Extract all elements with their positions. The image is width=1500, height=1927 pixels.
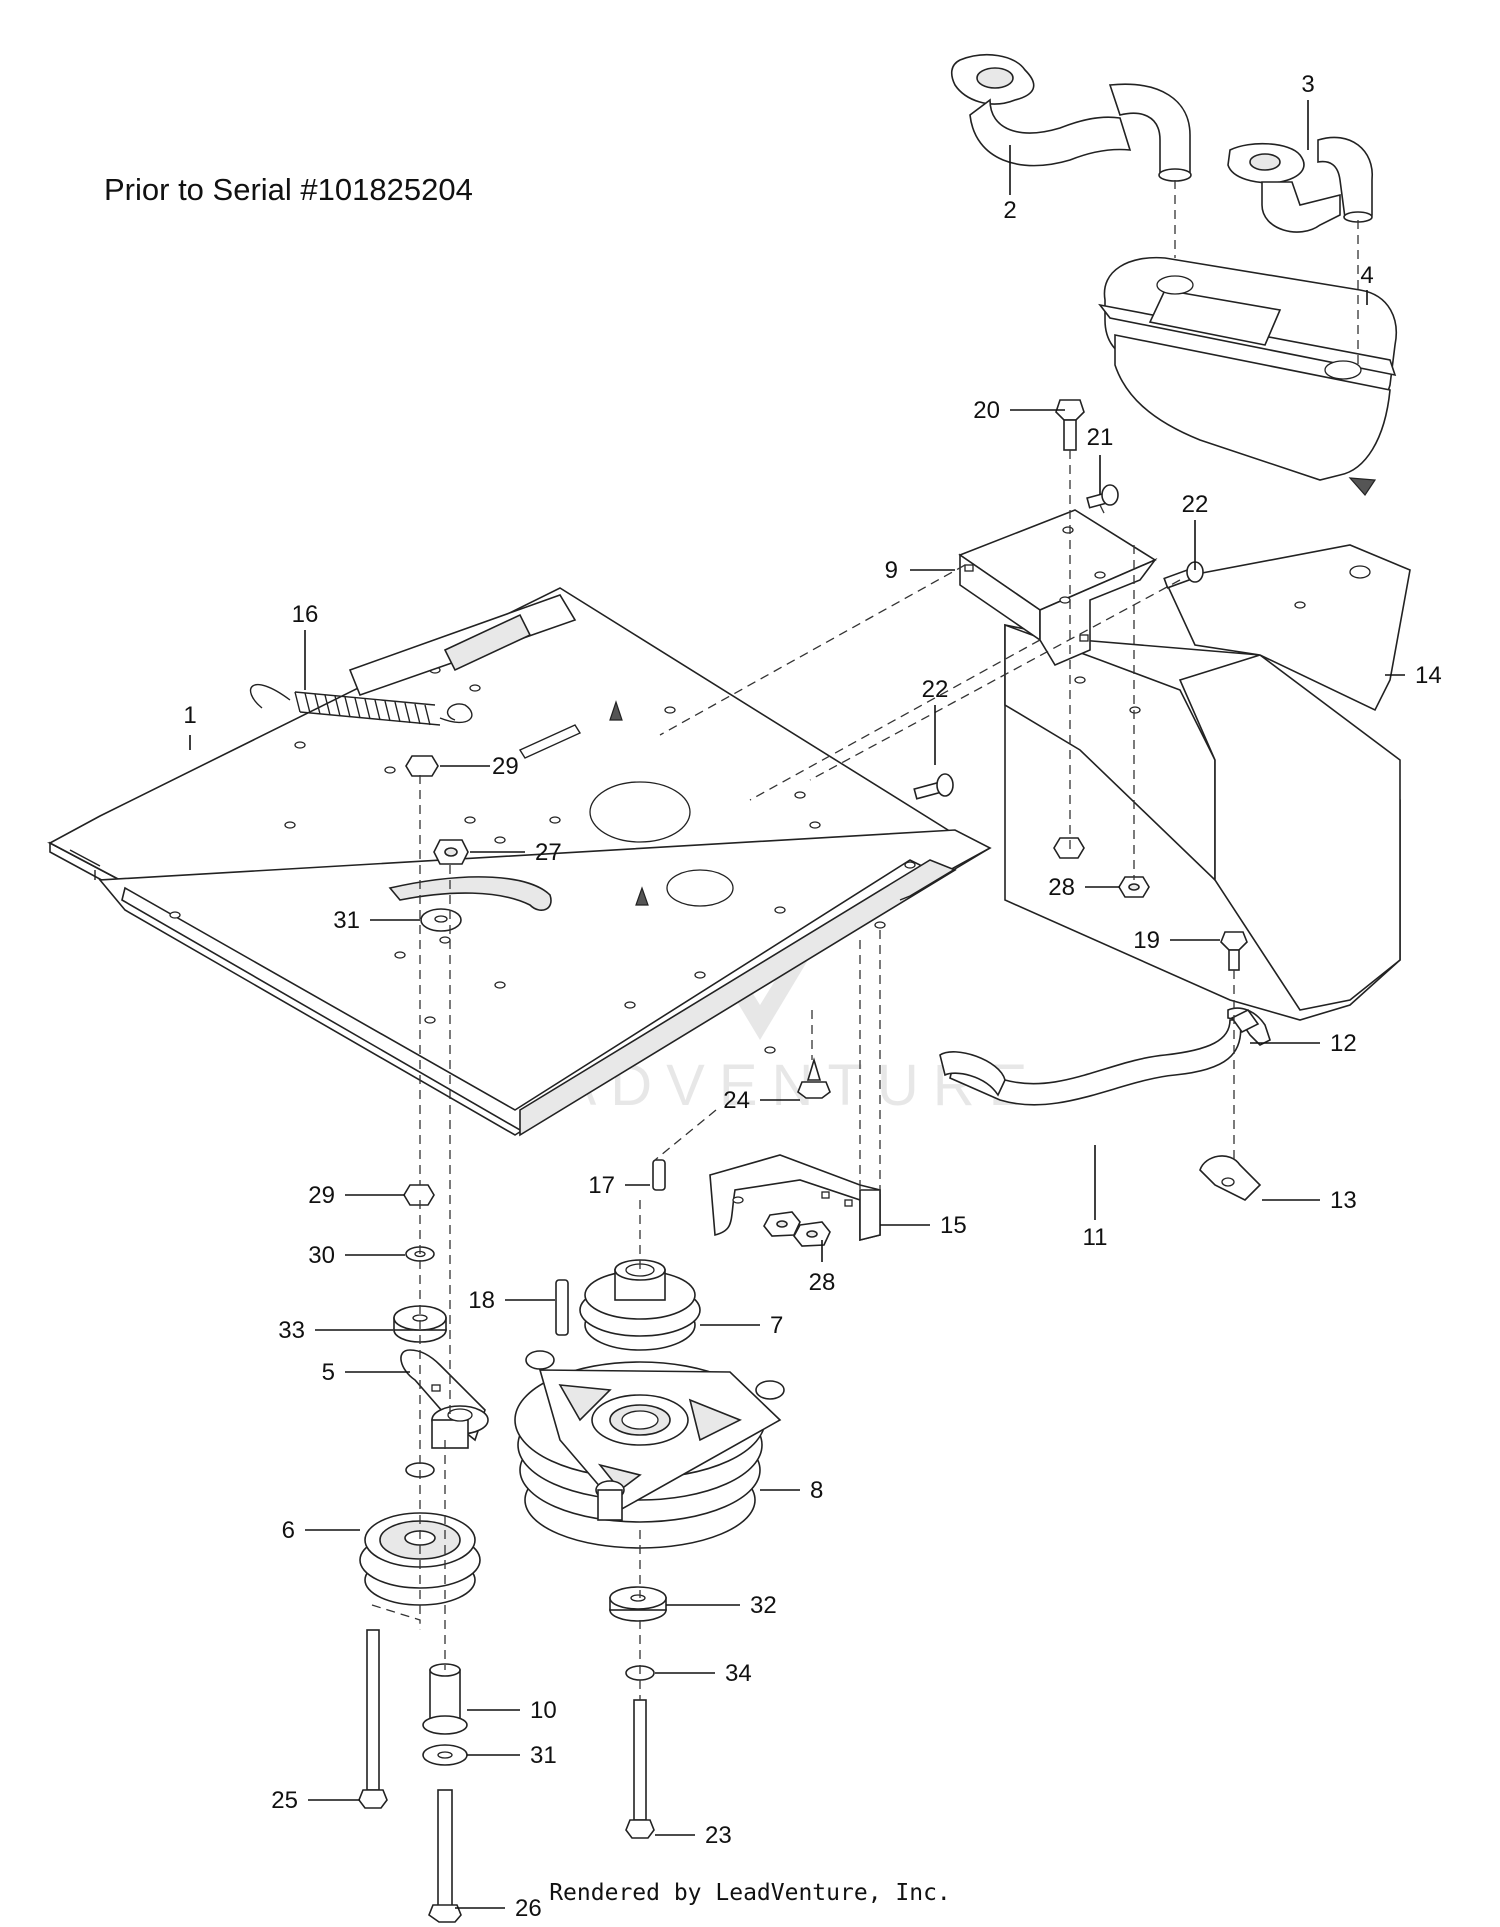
leader-lines [189, 100, 1405, 1909]
callout-4: 4 [1360, 262, 1373, 289]
callout-2: 2 [1003, 197, 1016, 224]
callout-6: 6 [282, 1517, 295, 1544]
callout-29-upper: 29 [492, 753, 519, 780]
washer-31-lower-part [422, 1744, 468, 1766]
callout-20: 20 [973, 397, 1000, 424]
diagram-title: Prior to Serial #101825204 [104, 172, 473, 207]
bolt-25-part [358, 1629, 388, 1809]
exhaust-pipe-left-part [950, 54, 1192, 182]
callout-17: 17 [588, 1172, 615, 1199]
nut-29-lower-part [403, 1184, 435, 1206]
heat-shield-part [1004, 544, 1411, 1021]
nut-28-lower-left-part [763, 1211, 801, 1237]
bolt-20-part [1055, 399, 1085, 451]
callout-10: 10 [530, 1697, 557, 1724]
callout-21: 21 [1087, 424, 1114, 451]
callout-9: 9 [885, 557, 898, 584]
callout-11: 11 [1083, 1224, 1108, 1251]
callout-labels: 1 2 3 4 5 6 7 8 9 10 11 12 13 14 15 16 1… [183, 71, 1441, 1922]
bolt-19-part [1220, 931, 1248, 971]
callout-30: 30 [308, 1242, 335, 1269]
nut-29-upper-part [405, 755, 439, 777]
footer-credit: Rendered by LeadVenture, Inc. [549, 1880, 951, 1906]
callout-14: 14 [1415, 662, 1442, 689]
spring-part [249, 683, 473, 726]
callout-16: 16 [292, 601, 319, 628]
spacer-10-part [422, 1663, 468, 1735]
callout-22-upper: 22 [1182, 491, 1209, 518]
key-18-part [555, 1279, 569, 1336]
callout-24: 24 [723, 1087, 750, 1114]
bolt-26-part [428, 1789, 462, 1923]
bolt-21-part [1086, 484, 1119, 509]
callout-26: 26 [515, 1895, 542, 1922]
nut-28-upper-left-part [1053, 837, 1085, 859]
washer-31-upper-part [420, 908, 462, 932]
callout-13: 13 [1330, 1187, 1357, 1214]
callout-19: 19 [1133, 927, 1160, 954]
key-17-part [652, 1159, 666, 1191]
callout-25: 25 [271, 1787, 298, 1814]
muffler-bracket-part [958, 509, 1158, 667]
callout-5: 5 [322, 1359, 335, 1386]
callout-28-lower: 28 [809, 1269, 836, 1296]
callout-29-lower: 29 [308, 1182, 335, 1209]
idler-arm-5-part [400, 1349, 489, 1449]
bolt-22-upper-part [1163, 561, 1204, 589]
callout-32: 32 [750, 1592, 777, 1619]
callout-22-lower: 22 [922, 676, 949, 703]
callout-8: 8 [810, 1477, 823, 1504]
exhaust-pipe-right-part [1227, 136, 1373, 233]
nut-27-part [433, 839, 469, 865]
bolt-22-lower-part [913, 773, 954, 800]
callout-31-lower: 31 [530, 1742, 557, 1769]
washer-32-part [609, 1586, 667, 1622]
clutch-8-part [514, 1350, 785, 1549]
assembly-lines [371, 180, 1359, 1700]
callout-1: 1 [183, 702, 196, 729]
callout-33: 33 [278, 1317, 305, 1344]
callout-27: 27 [535, 839, 562, 866]
clamp-13-part [1199, 1155, 1262, 1201]
callout-34: 34 [725, 1660, 752, 1687]
callout-28-upper: 28 [1048, 874, 1075, 901]
pulley-7-part [579, 1259, 701, 1351]
callout-12: 12 [1330, 1030, 1357, 1057]
bolt-24-part [797, 1057, 831, 1099]
bracket-15-part [709, 1154, 881, 1242]
callout-3: 3 [1301, 71, 1314, 98]
callout-15: 15 [940, 1212, 967, 1239]
nut-28-lower-right-part [793, 1221, 831, 1247]
callout-31-upper: 31 [333, 907, 360, 934]
bolt-23-part [625, 1699, 655, 1839]
callout-7: 7 [770, 1312, 783, 1339]
hydraulic-line-part [939, 1007, 1271, 1106]
callout-18: 18 [468, 1287, 495, 1314]
callout-23: 23 [705, 1822, 732, 1849]
muffler-part [1098, 256, 1397, 496]
